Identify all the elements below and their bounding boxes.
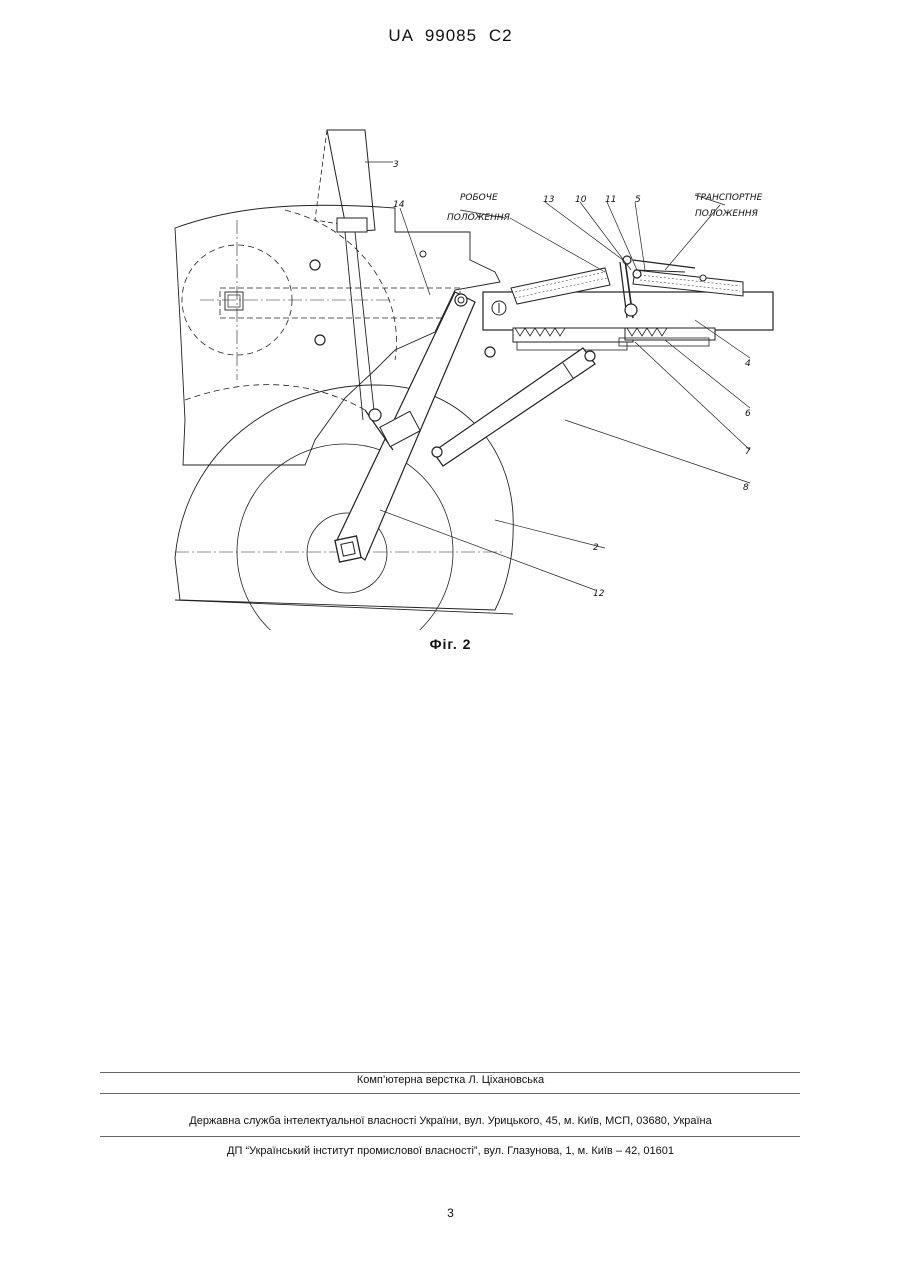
label-polozhennia-transport: ПОЛОЖЕННЯ	[695, 209, 758, 219]
large-wheel	[175, 385, 513, 610]
label-4: 4	[745, 359, 751, 369]
label-6: 6	[745, 409, 751, 419]
technical-drawing: РОБОЧЕ ПОЛОЖЕННЯ ТРАНСПОРТНЕ ПОЛОЖЕННЯ 3…	[165, 120, 785, 630]
dashed-frame	[220, 288, 460, 318]
label-5: 5	[635, 195, 641, 205]
label-12: 12	[593, 589, 605, 599]
patent-id-header: UA 99085 C2	[0, 26, 901, 46]
label-13: 13	[543, 195, 555, 205]
label-7: 7	[745, 447, 751, 457]
link-element-8	[433, 348, 595, 466]
label-8: 8	[743, 483, 749, 493]
mast-element-3	[327, 130, 375, 232]
institute-address: ДП “Український інститут промислової вла…	[0, 1145, 901, 1157]
page-number: 3	[0, 1206, 901, 1220]
typesetting-credit: Комп’ютерна верстка Л. Ціхановська	[0, 1074, 901, 1086]
footer-divider-bottom	[100, 1136, 800, 1137]
label-3: 3	[393, 160, 399, 170]
label-transportne: ТРАНСПОРТНЕ	[695, 193, 763, 203]
label-robochie: РОБОЧЕ	[460, 193, 498, 203]
label-2: 2	[593, 543, 599, 553]
footer-divider-top	[100, 1072, 800, 1073]
label-polozhennia-working: ПОЛОЖЕННЯ	[447, 213, 510, 223]
agency-address: Державна служба інтелектуальної власност…	[0, 1115, 901, 1127]
figure-caption: Фіг. 2	[0, 636, 901, 652]
footer-divider-mid	[100, 1093, 800, 1094]
label-11: 11	[605, 195, 616, 205]
label-10: 10	[575, 195, 587, 205]
label-14: 14	[393, 200, 405, 210]
